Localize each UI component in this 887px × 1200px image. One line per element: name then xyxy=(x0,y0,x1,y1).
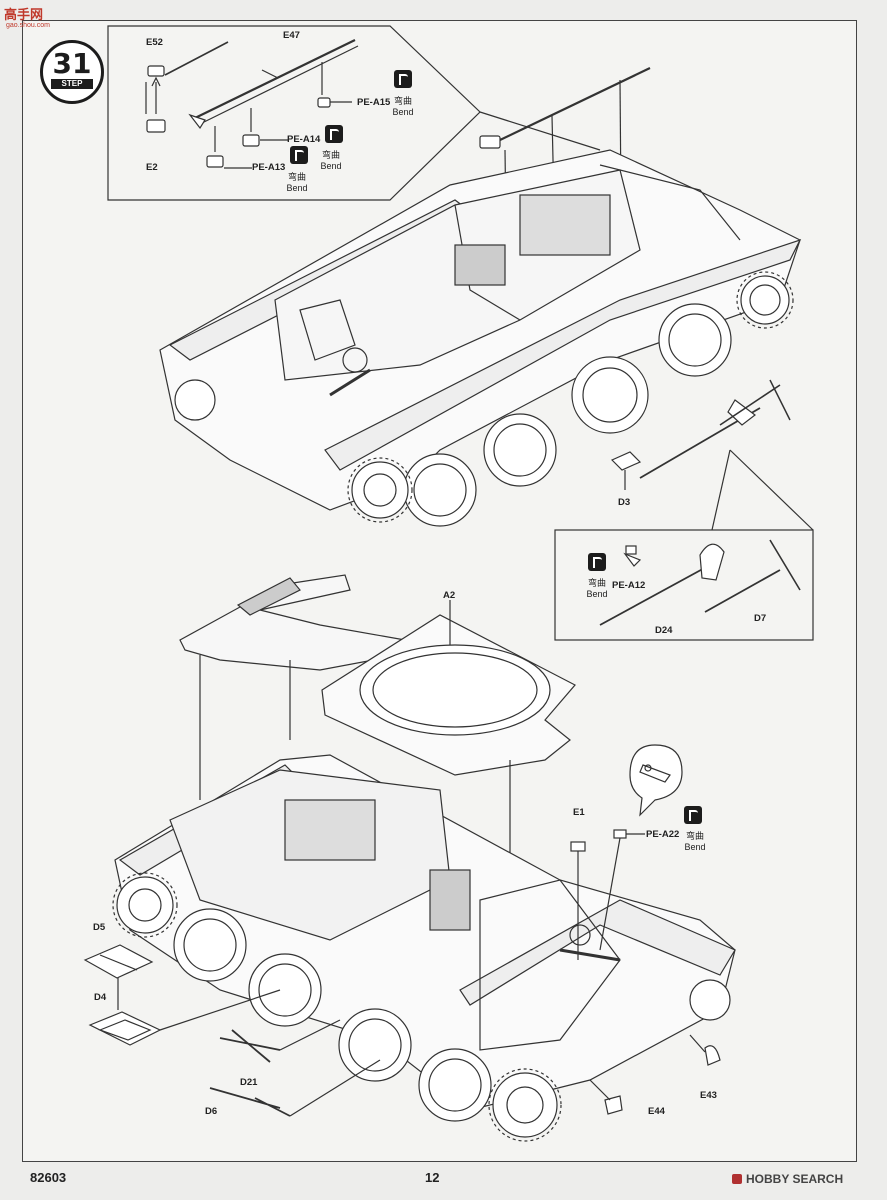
label-e44: E44 xyxy=(648,1106,665,1117)
label-e52: E52 xyxy=(146,37,163,48)
label-e43: E43 xyxy=(700,1090,717,1101)
label-e1: E1 xyxy=(573,807,585,818)
hobby-search-watermark: HOBBY SEARCH xyxy=(732,1172,843,1186)
bend-icon-pe-a22 xyxy=(684,806,702,824)
product-code: 82603 xyxy=(30,1170,67,1185)
label-d7: D7 xyxy=(754,613,767,624)
bend-icon-pe-a15 xyxy=(394,70,412,88)
page-number: 12 xyxy=(425,1170,440,1185)
label-a2: A2 xyxy=(443,590,456,601)
label-d3: D3 xyxy=(618,497,631,508)
label-d24: D24 xyxy=(655,625,673,636)
step-number: 31 xyxy=(52,47,92,80)
label-d21: D21 xyxy=(240,1077,258,1088)
watermark-logo: 高手网 gao.shou.com xyxy=(4,8,50,29)
step-badge: 31 STEP xyxy=(40,40,104,104)
label-e47: E47 xyxy=(283,30,300,41)
step-word: STEP xyxy=(51,79,93,89)
label-pe-a13: PE-A13 xyxy=(252,162,286,173)
label-pe-a22: PE-A22 xyxy=(646,829,680,840)
label-pe-a14: PE-A14 xyxy=(287,134,321,145)
bend-icon-pe-a14 xyxy=(325,125,343,143)
label-pe-a12: PE-A12 xyxy=(612,580,646,591)
label-d5: D5 xyxy=(93,922,106,933)
watermark-url: gao.shou.com xyxy=(6,22,50,29)
label-e2: E2 xyxy=(146,162,158,173)
hobby-search-icon xyxy=(732,1174,742,1184)
bend-icon-pe-a13 xyxy=(290,146,308,164)
bend-icon-pe-a12 xyxy=(588,553,606,571)
top-inset-frame xyxy=(107,25,481,201)
tools-inset-frame xyxy=(554,529,814,641)
label-d4: D4 xyxy=(94,992,107,1003)
label-d6: D6 xyxy=(205,1106,218,1117)
label-pe-a15: PE-A15 xyxy=(357,97,391,108)
